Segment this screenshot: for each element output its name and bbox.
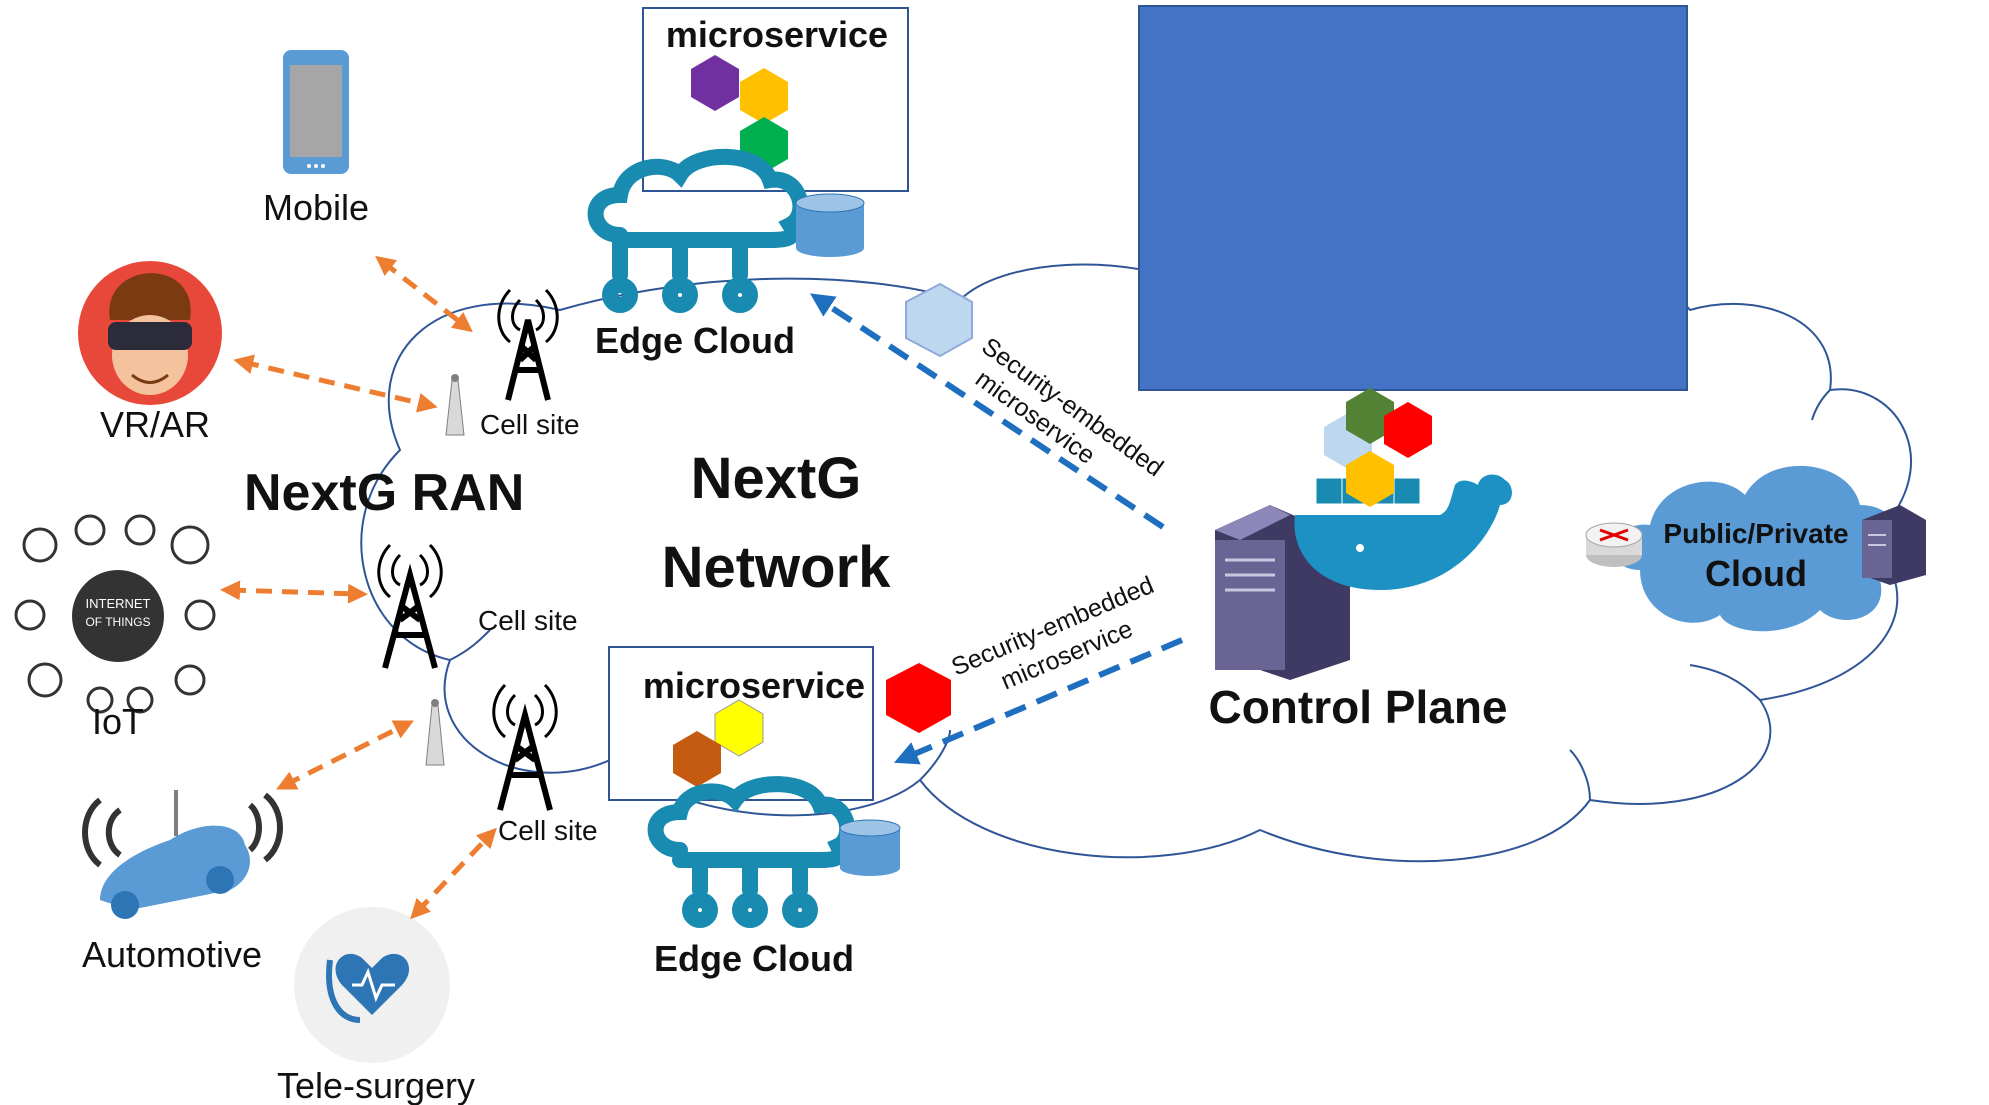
public-cloud-label-line1: Public/Private [1663, 518, 1848, 549]
small-antenna-a [445, 374, 465, 436]
vr-headset-icon [78, 261, 222, 405]
vr-label: VR/AR [100, 404, 210, 445]
telesurgery-label: Tele-surgery [277, 1065, 475, 1105]
hex-flow-top [905, 282, 973, 358]
link-iot [220, 580, 368, 604]
microservice-label-top: microservice [666, 14, 888, 55]
hex-purple [691, 55, 739, 111]
database-icon-top [795, 193, 865, 257]
edge-cloud-bottom: microservice Edge Cloud [608, 646, 901, 979]
microservice-label-bottom: microservice [643, 665, 865, 706]
edge-cloud-icon-top [587, 148, 809, 313]
flow-label-top: Security-embedded microservice [970, 332, 1168, 482]
edge-cloud-label-bottom: Edge Cloud [654, 938, 854, 979]
iot-badge-line2: OF THINGS [85, 615, 150, 629]
flow-arrow-bottom [893, 637, 1184, 765]
blue-panel [1138, 5, 1688, 391]
mobile-phone-icon [283, 50, 349, 174]
edge-cloud-icon-bottom [647, 776, 856, 928]
center-label-line1: NextG [691, 446, 862, 511]
hex-darkgreen [1346, 388, 1394, 444]
control-plane: Control Plane [1208, 388, 1512, 733]
link-automotive [276, 720, 414, 790]
router-icon [1585, 522, 1643, 567]
hex-flow-bottom [886, 663, 951, 733]
docker-whale-icon [1294, 474, 1512, 590]
edge-cloud-label-top: Edge Cloud [595, 320, 795, 361]
hex-orange [673, 731, 721, 787]
cell-tower-b [377, 543, 443, 669]
device-links [220, 255, 497, 920]
iot-label: IoT [92, 701, 144, 742]
control-plane-label: Control Plane [1208, 681, 1507, 733]
flow-arrow-top [809, 293, 1165, 530]
small-antenna-b [425, 699, 445, 766]
cloud-server-icon [1862, 505, 1926, 585]
link-vr [233, 354, 438, 413]
hex-red [1384, 402, 1432, 458]
link-telesurgery [410, 827, 497, 920]
automotive-label: Automotive [82, 934, 262, 975]
automotive-icon [82, 790, 283, 919]
link-mobile [375, 255, 473, 333]
iot-badge-line1: INTERNET [86, 596, 151, 611]
hex-yellow-cp [1346, 451, 1394, 507]
cell-site-label-a: Cell site [480, 409, 580, 440]
ran-label: NextG RAN [244, 464, 524, 522]
database-icon-bottom [839, 819, 901, 876]
telesurgery-icon [294, 907, 450, 1063]
flow-label-bottom: Security-embedded microservice [947, 571, 1158, 695]
hex-yellow [740, 68, 788, 124]
cell-tower-c [492, 683, 558, 811]
iot-icon: INTERNET OF THINGS [14, 514, 216, 714]
hex-lightyellow [714, 699, 764, 757]
public-private-cloud: Public/Private Cloud [1585, 465, 1926, 632]
public-cloud-label-line2: Cloud [1705, 553, 1807, 594]
mobile-label: Mobile [263, 187, 369, 228]
cell-site-label-b: Cell site [478, 605, 578, 636]
cell-site-label-c: Cell site [498, 815, 598, 846]
cell-tower-a [497, 288, 559, 401]
edge-cloud-top: microservice Edge Cloud [587, 7, 909, 361]
center-label-line2: Network [662, 535, 892, 600]
